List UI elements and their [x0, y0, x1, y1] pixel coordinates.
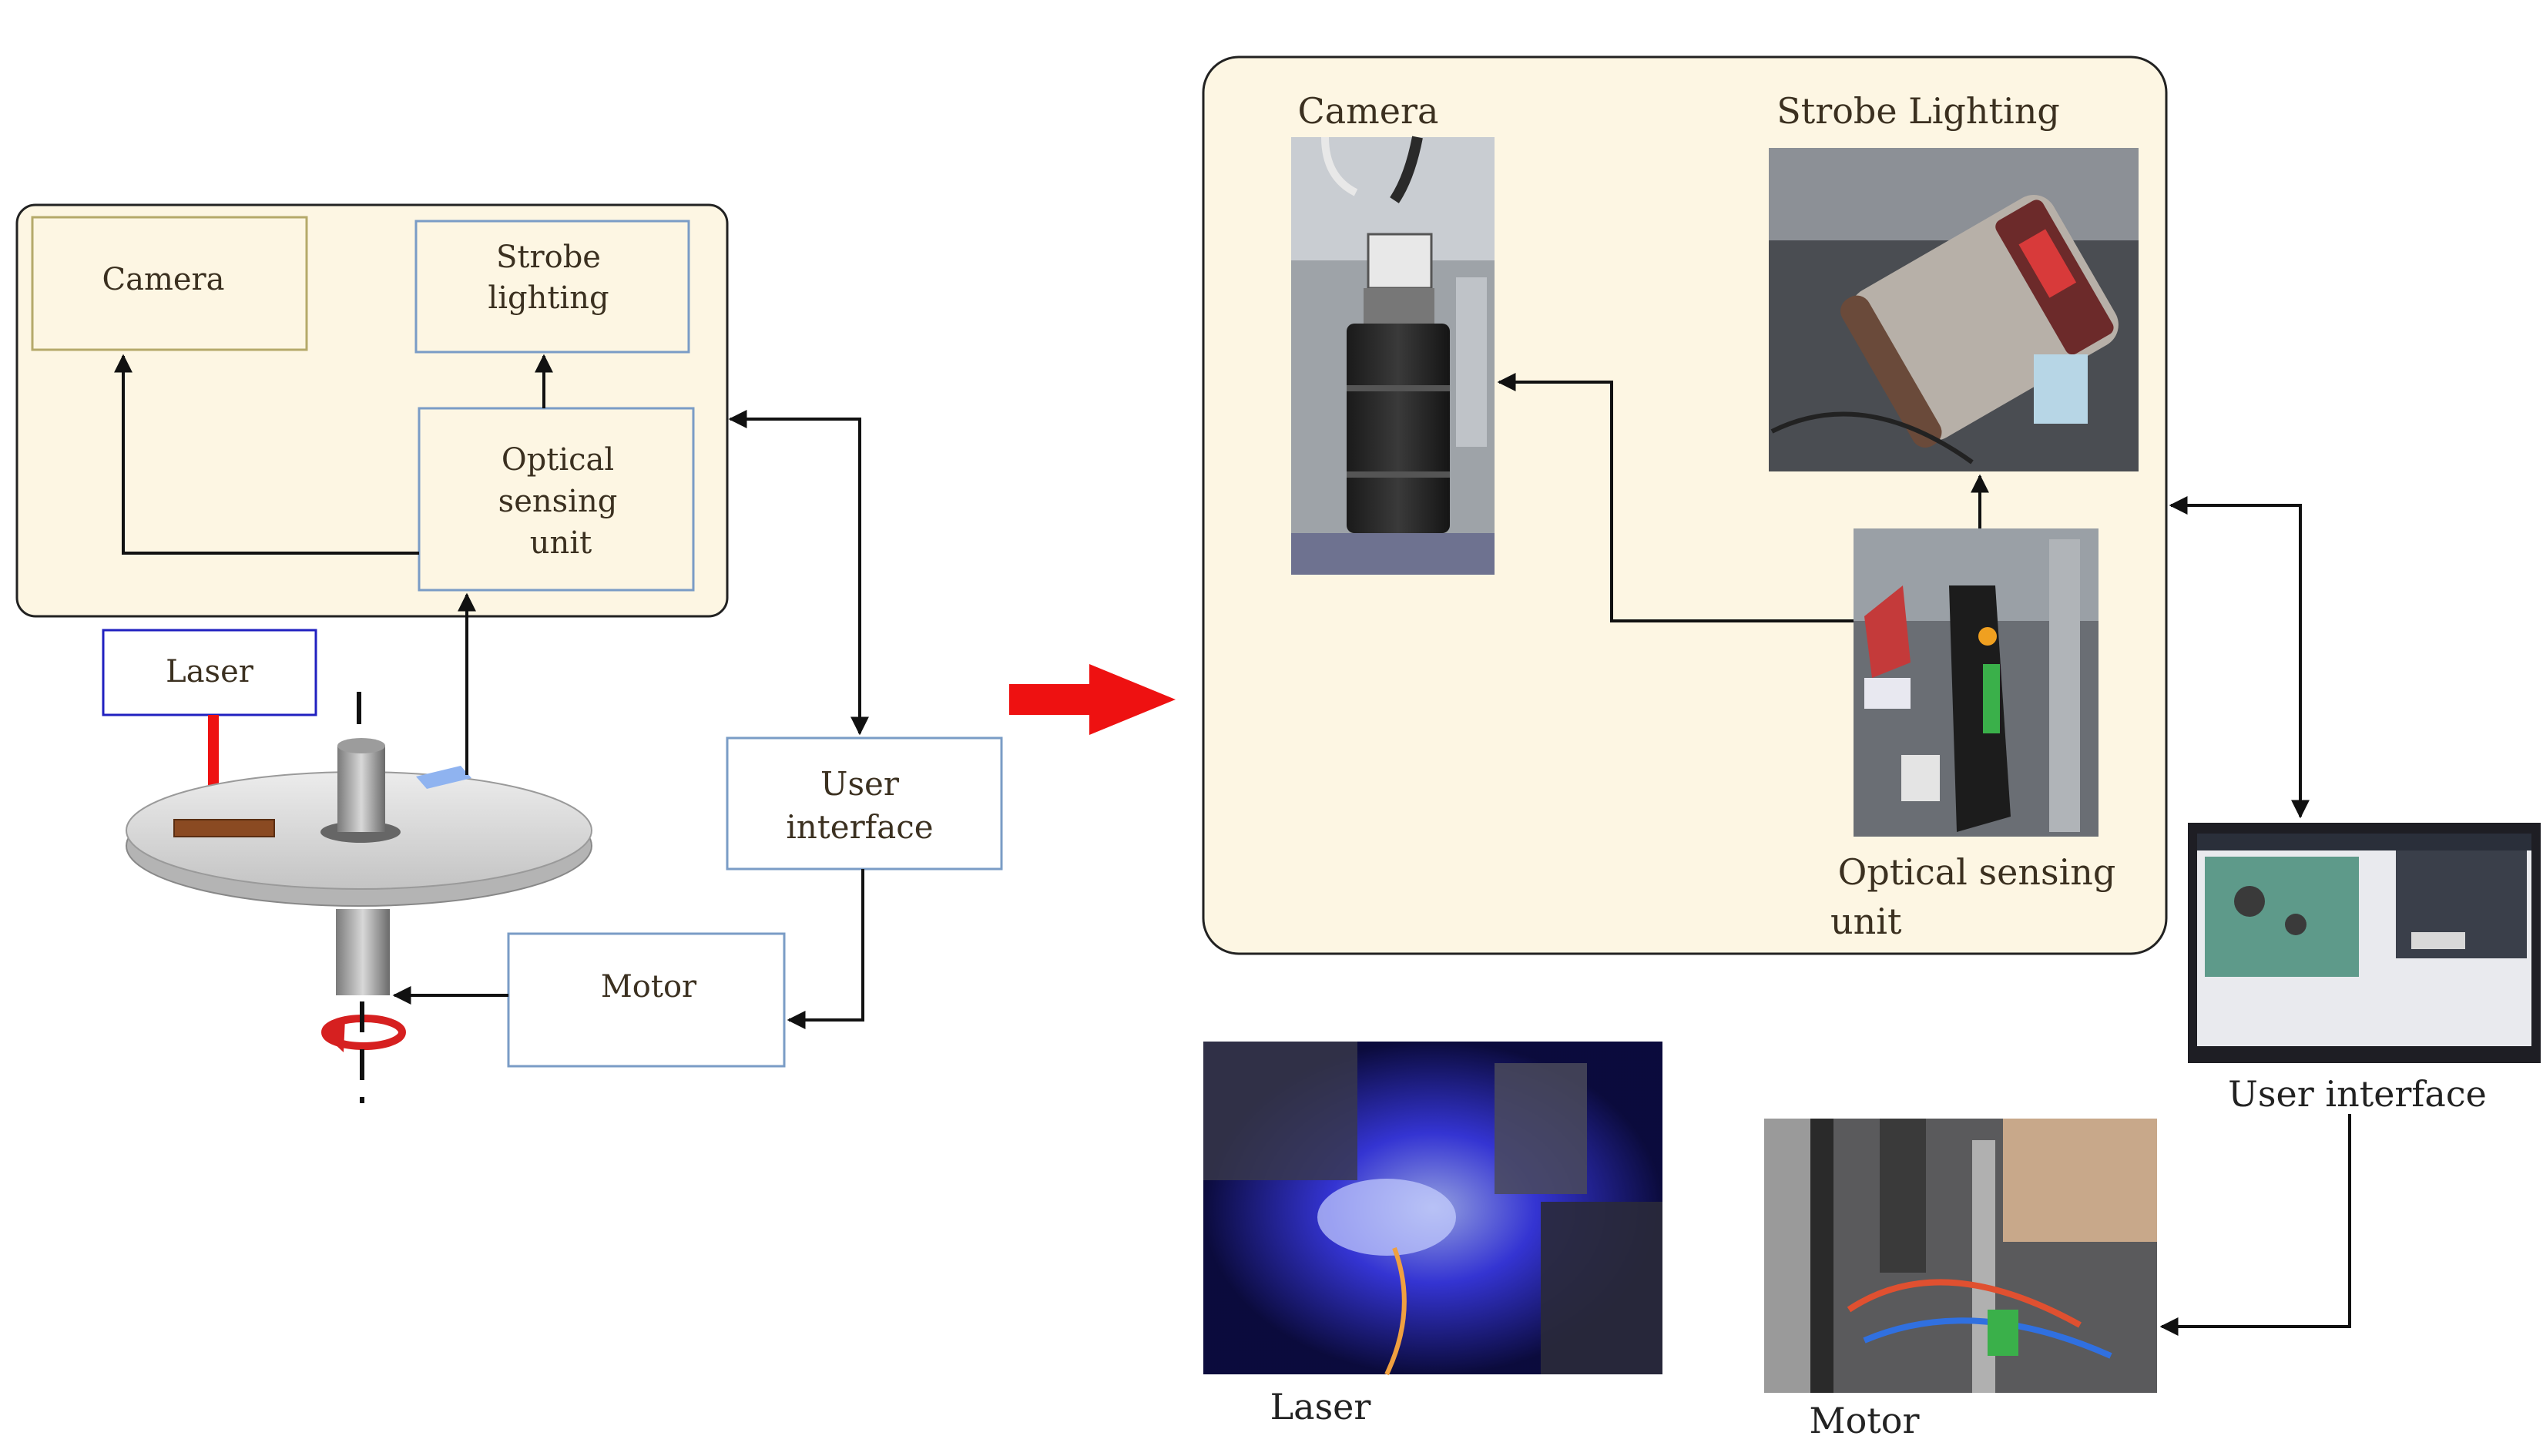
right-photo-diagram: Camera Strobe Lighting	[1202, 55, 2541, 1441]
right-optical-to-camera-arrow	[1497, 373, 1854, 622]
spindle-top-cap	[337, 738, 385, 753]
left-strobe-box	[414, 220, 690, 354]
left-laser-label: Laser	[166, 654, 254, 689]
left-optical-label-line2: sensing	[498, 484, 618, 519]
left-laser-box	[102, 629, 317, 716]
optical-sensing-unit-photo	[1854, 528, 2098, 837]
left-user-interface-to-motor-arrow	[787, 869, 864, 1029]
left-optical-label-line3: unit	[530, 525, 592, 561]
left-panel-user-interface-arrow	[728, 410, 869, 736]
right-user-interface-to-motor-arrow	[2159, 1114, 2351, 1336]
right-panel-user-interface-arrow	[2169, 496, 2310, 819]
right-strobe-label: Strobe Lighting	[1776, 90, 2060, 132]
left-optical-box	[418, 407, 695, 592]
camera-photo	[1291, 136, 1495, 575]
sample-piece	[173, 819, 275, 837]
left-user-interface-label-line1: User	[820, 765, 900, 803]
left-user-interface-label-line2: interface	[786, 808, 933, 846]
right-arrow-icon	[1009, 664, 1176, 735]
right-optical-label-line2: unit	[1830, 901, 1902, 942]
laser-beam	[208, 715, 219, 793]
left-strobe-label-line2: lighting	[488, 280, 609, 316]
user-interface-photo	[2188, 823, 2541, 1063]
left-schematic: Camera Strobe lighting Optical sensing u…	[15, 203, 1003, 1103]
motor-shaft	[336, 909, 390, 995]
right-optical-label-line1: Optical sensing	[1838, 851, 2116, 893]
left-motor-label: Motor	[601, 969, 697, 1005]
sensor-patch	[416, 766, 471, 789]
left-camera-box	[31, 216, 308, 351]
right-user-interface-label: User interface	[2228, 1073, 2487, 1115]
left-optical-to-camera-arrow	[114, 354, 419, 555]
left-strobe-label-line1: Strobe	[496, 240, 601, 275]
spindle-top	[337, 746, 385, 832]
left-optical-label-line1: Optical	[502, 442, 614, 478]
right-laser-label: Laser	[1270, 1386, 1371, 1427]
left-user-interface-box	[726, 736, 1003, 871]
right-motor-label: Motor	[1810, 1400, 1920, 1441]
left-motor-box	[507, 932, 786, 1068]
laser-photo	[1203, 1042, 1662, 1376]
strobe-lighting-photo	[1769, 148, 2139, 471]
right-camera-label: Camera	[1298, 90, 1439, 132]
left-camera-label: Camera	[102, 262, 224, 297]
motor-photo	[1764, 1119, 2157, 1393]
